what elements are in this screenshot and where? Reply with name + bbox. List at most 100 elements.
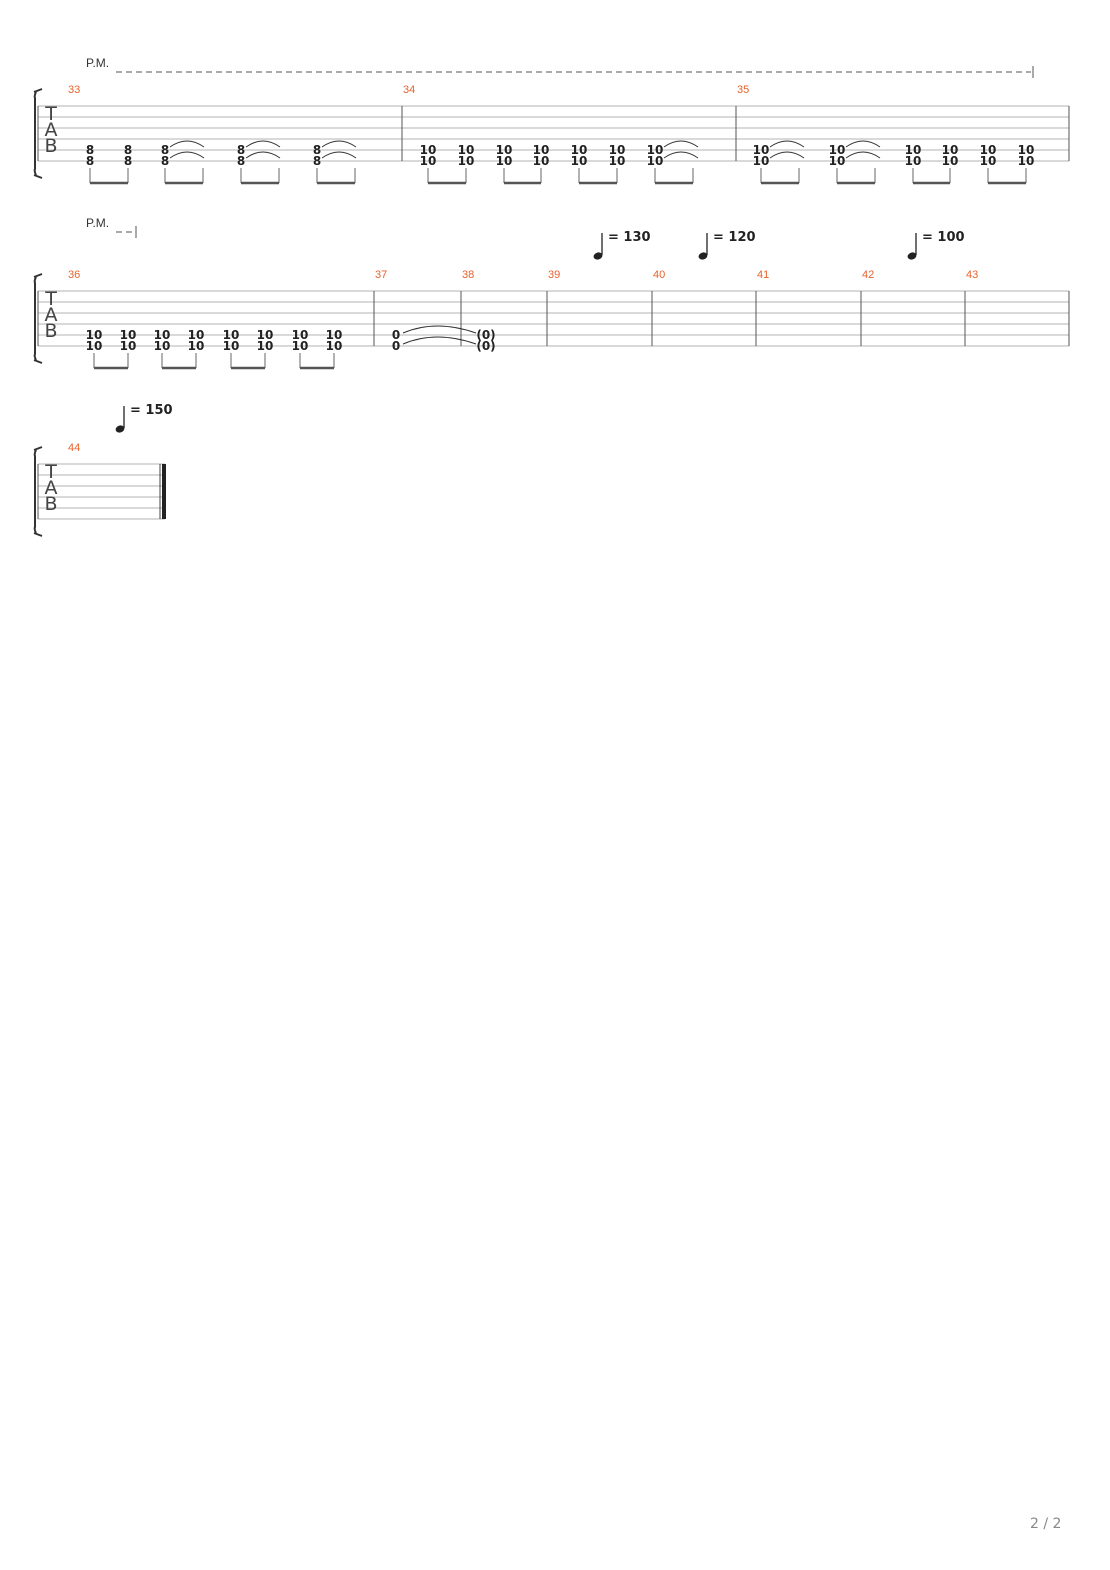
fret-number-upper: 10	[1018, 143, 1035, 157]
quarter-note-icon	[593, 252, 603, 260]
fret-number-upper: 8	[161, 143, 169, 157]
tie-arc	[845, 140, 881, 148]
fret-number-upper: 8	[313, 143, 321, 157]
system-bracket	[33, 91, 37, 176]
fret-number-upper: 10	[120, 328, 137, 342]
fret-number-lower: 10	[496, 154, 513, 168]
palm-mute-label: P.M.	[86, 216, 109, 230]
fret-number-lower: 8	[86, 154, 94, 168]
fret-number-lower: 10	[829, 154, 846, 168]
tab-clef-letter: A	[45, 119, 58, 141]
bracket-top-hook	[33, 88, 43, 93]
bracket-bottom-hook	[33, 359, 43, 364]
quarter-note-icon	[698, 252, 708, 260]
page-number: 2 / 2	[1030, 1516, 1062, 1532]
fret-number-lower: 10	[571, 154, 588, 168]
fret-number-lower: 0	[392, 339, 400, 353]
final-barline-thick	[162, 464, 166, 519]
tie-arc	[321, 140, 357, 148]
system-bracket	[33, 276, 37, 361]
quarter-note-icon	[907, 252, 917, 260]
fret-number-lower: 10	[257, 339, 274, 353]
tab-clef-letter: B	[44, 493, 57, 515]
fret-number-upper: 10	[533, 143, 550, 157]
fret-number-lower: 10	[223, 339, 240, 353]
fret-number-lower: 8	[313, 154, 321, 168]
measure-number: 39	[548, 269, 560, 281]
tie-arc	[402, 336, 477, 345]
measure-number: 37	[375, 269, 387, 281]
measure-number: 41	[757, 269, 769, 281]
fret-number-upper: 10	[571, 143, 588, 157]
fret-number-upper: 10	[753, 143, 770, 157]
fret-number-upper: 10	[154, 328, 171, 342]
fret-number-upper: 10	[942, 143, 959, 157]
fret-number-lower: 10	[753, 154, 770, 168]
fret-number-lower: 10	[1018, 154, 1035, 168]
tie-arc	[169, 151, 205, 159]
tie-arc	[321, 151, 357, 159]
fret-number-lower: 10	[647, 154, 664, 168]
tempo-marking: = 120	[713, 230, 756, 245]
fret-number-lower: 10	[458, 154, 475, 168]
fret-number-upper: 10	[326, 328, 343, 342]
tie-arc	[769, 151, 805, 159]
bracket-bottom-hook	[33, 532, 43, 537]
fret-number-lower: 10	[609, 154, 626, 168]
tab-clef-letter: B	[44, 135, 57, 157]
measure-number: 40	[653, 269, 665, 281]
fret-number-lower: 8	[237, 154, 245, 168]
tempo-marking: = 100	[922, 230, 965, 245]
fret-number-lower: 10	[533, 154, 550, 168]
fret-number-upper: 10	[257, 328, 274, 342]
fret-number-lower: 10	[942, 154, 959, 168]
bracket-bottom-hook	[33, 174, 43, 179]
fret-number-upper: 10	[292, 328, 309, 342]
tie-arc	[402, 325, 477, 334]
measure-number: 42	[862, 269, 874, 281]
fret-number-lower: 10	[86, 339, 103, 353]
fret-number-upper: 10	[829, 143, 846, 157]
bracket-top-hook	[33, 446, 43, 451]
tempo-marking: = 130	[608, 230, 651, 245]
measure-number: 38	[462, 269, 474, 281]
tab-clef-letter: T	[44, 461, 57, 483]
quarter-note-icon	[115, 425, 125, 433]
fret-number-lower: 10	[154, 339, 171, 353]
fret-number-lower: 10	[905, 154, 922, 168]
tab-clef-letter: T	[44, 103, 57, 125]
fret-number-upper: 0	[392, 328, 400, 342]
measure-number: 34	[403, 84, 415, 96]
measure-number: 43	[966, 269, 978, 281]
fret-number-lower: 10	[188, 339, 205, 353]
tie-arc	[769, 140, 805, 148]
fret-number-lower: 10	[120, 339, 137, 353]
tab-clef-letter: T	[44, 288, 57, 310]
fret-number-upper: 10	[188, 328, 205, 342]
fret-number-upper: 8	[86, 143, 94, 157]
tab-clef-letter: A	[45, 477, 58, 499]
fret-number-upper: 10	[609, 143, 626, 157]
fret-number-upper: 10	[223, 328, 240, 342]
fret-number-lower: 10	[420, 154, 437, 168]
fret-number-upper: 10	[458, 143, 475, 157]
fret-number-upper: 10	[420, 143, 437, 157]
measure-number: 44	[68, 442, 80, 454]
fret-number-lower: 10	[980, 154, 997, 168]
fret-number-upper: 10	[647, 143, 664, 157]
tie-arc	[245, 151, 281, 159]
tie-arc	[245, 140, 281, 148]
bracket-top-hook	[33, 273, 43, 278]
palm-mute-label: P.M.	[86, 56, 109, 70]
tab-clef-letter: A	[45, 304, 58, 326]
measure-number: 35	[737, 84, 749, 96]
fret-number-upper: 10	[980, 143, 997, 157]
measure-number: 33	[68, 84, 80, 96]
fret-number-upper: 8	[237, 143, 245, 157]
tab-clef-letter: B	[44, 320, 57, 342]
tie-arc	[169, 140, 205, 148]
tie-arc	[845, 151, 881, 159]
fret-number-upper: 8	[124, 143, 132, 157]
fret-number-lower: 8	[161, 154, 169, 168]
